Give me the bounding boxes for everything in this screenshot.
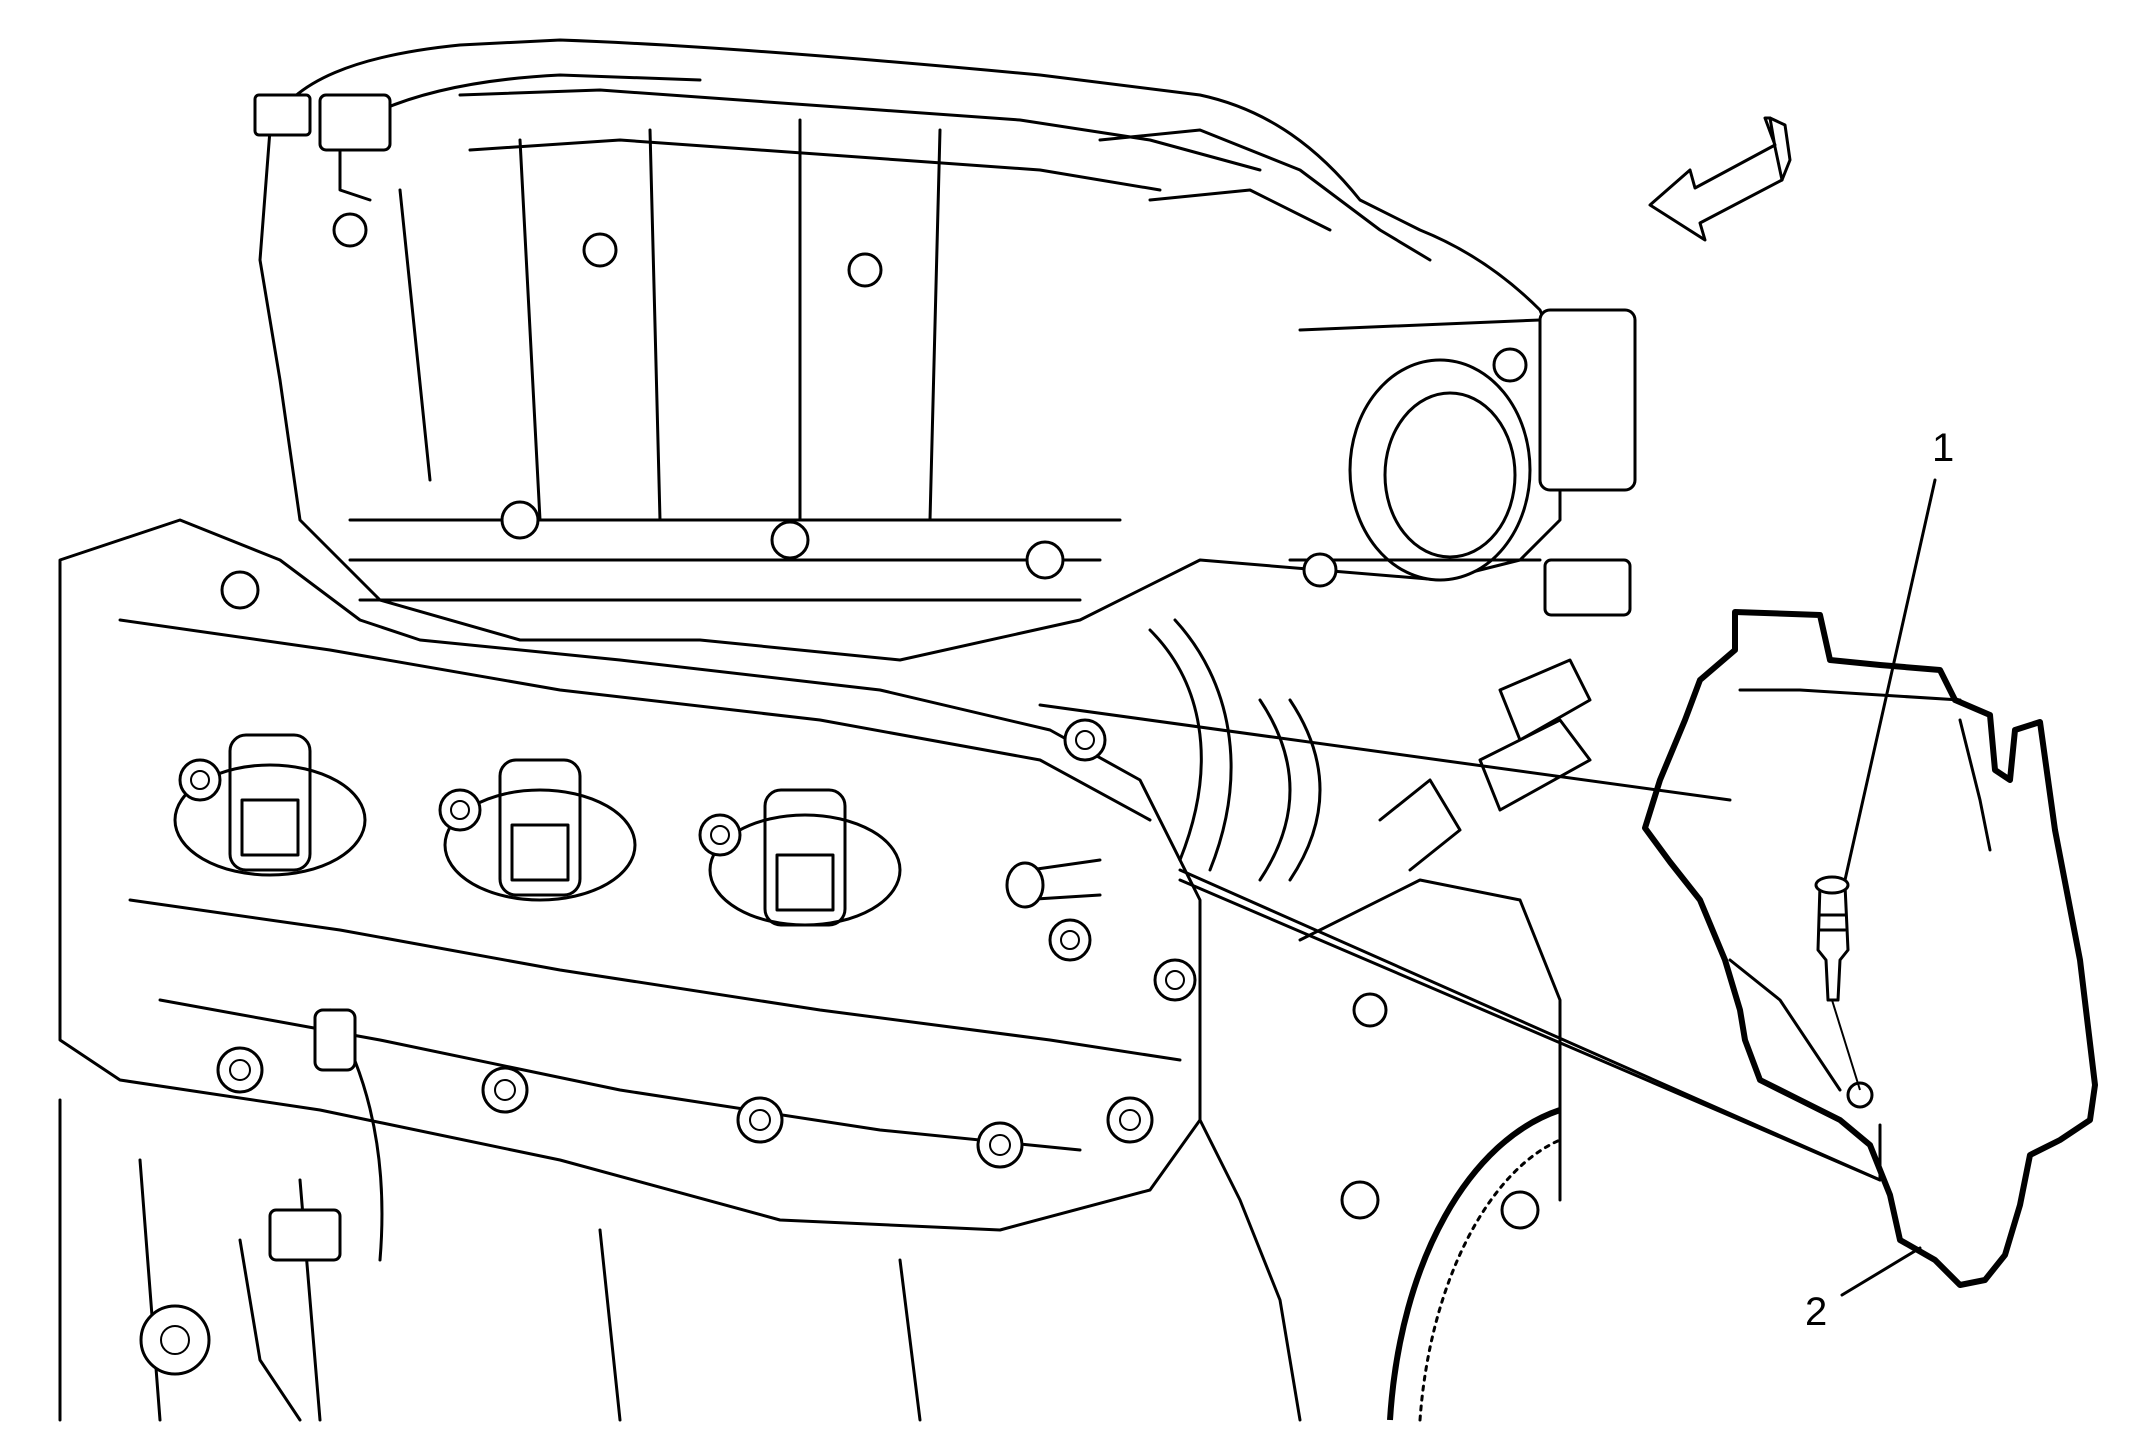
callout-label-2: 2 (1805, 1290, 1828, 1334)
bolt-heads (178, 212, 1528, 1169)
intake-manifold (258, 38, 1562, 662)
flywheel (1340, 1107, 1562, 1422)
hoses (1005, 618, 1592, 909)
heat-shield-bolt (1814, 875, 1861, 1091)
direction-arrow-icon (1648, 116, 1792, 242)
explode-lines (1038, 703, 1882, 1182)
engine-block-lower (58, 878, 1562, 1422)
sensor-connector (253, 93, 392, 202)
throttle-body (1288, 308, 1637, 617)
callout-label-1: 1 (1932, 426, 1955, 470)
leader-lines (1840, 478, 1937, 1297)
harness-connector (268, 1008, 384, 1262)
heat-shield (1642, 609, 2098, 1288)
ignition-coils (173, 733, 902, 927)
